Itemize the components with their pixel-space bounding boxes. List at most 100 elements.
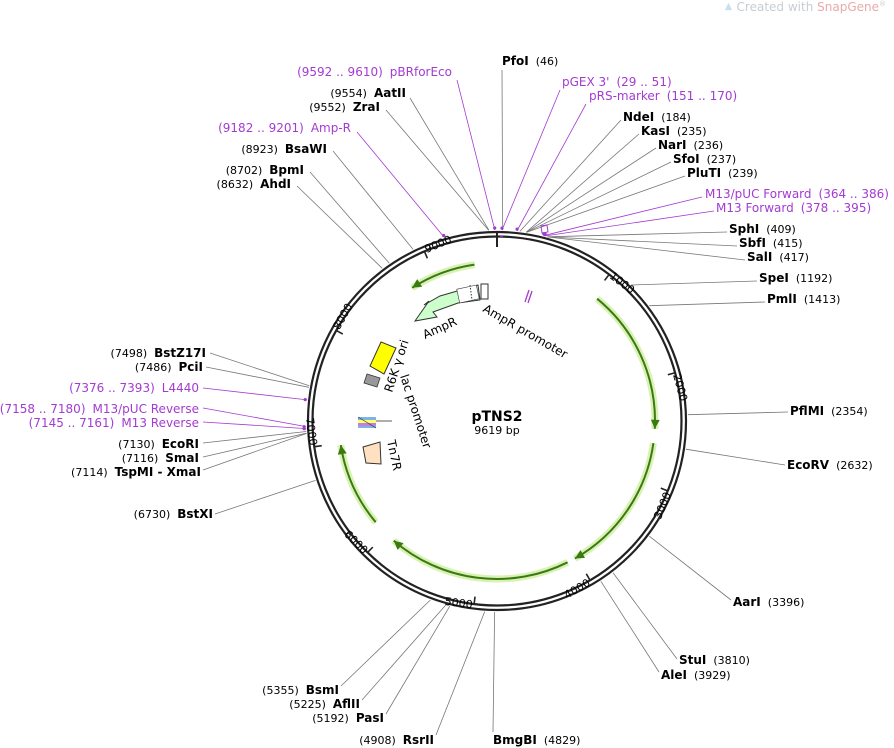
site-label-bstxi[interactable]: (6730) BstXI	[134, 507, 213, 521]
site-name: RsrII	[403, 733, 434, 747]
snapgene-logo-icon	[724, 2, 732, 11]
site-position: (151 .. 170)	[667, 89, 737, 103]
site-label-bpmi[interactable]: (8702) BpmI	[226, 163, 304, 177]
site-position: (3810)	[713, 654, 750, 667]
site-label-tspmi-xmai[interactable]: (7114) TspMI - XmaI	[71, 465, 201, 479]
site-name: SbfI	[739, 236, 766, 250]
leader-line-sfoi	[526, 161, 672, 233]
site-position: (236)	[694, 139, 724, 152]
leader-line-nari	[526, 147, 657, 233]
site-label-smai[interactable]: (7116) SmaI	[122, 451, 199, 465]
site-position: (7486)	[135, 361, 172, 374]
site-name: M13/pUC Forward	[705, 187, 812, 201]
site-label-rsrii[interactable]: (4908) RsrII	[359, 733, 434, 747]
site-label-pbrforeco[interactable]: (9592 .. 9610) pBRforEco	[297, 65, 452, 79]
leader-line-alei	[600, 581, 660, 673]
site-name: M13/pUC Reverse	[93, 402, 200, 416]
site-label-pfoi[interactable]: PfoI (46)	[502, 54, 558, 68]
tick-label: 3000	[651, 490, 674, 521]
lac-promoter-element[interactable]	[357, 416, 392, 429]
site-label-pflmi[interactable]: PflMI (2354)	[790, 404, 868, 418]
orf-arrowhead	[337, 445, 347, 455]
site-label-spei[interactable]: SpeI (1192)	[759, 271, 832, 285]
site-name: M13 Reverse	[121, 416, 199, 430]
site-label-l4440[interactable]: (7376 .. 7393) L4440	[69, 381, 199, 395]
site-label-bmgbi[interactable]: BmgBI (4829)	[493, 733, 580, 747]
site-label-ecori[interactable]: (7130) EcoRI	[118, 437, 199, 451]
site-position: (29 .. 51)	[616, 75, 671, 89]
site-label-ndei[interactable]: NdeI (184)	[623, 110, 691, 124]
site-position: (4829)	[544, 734, 581, 747]
site-label-pgex-3[interactable]: pGEX 3' (29 .. 51)	[562, 75, 672, 89]
leader-line-m13-forward	[544, 210, 715, 237]
site-label-sphi[interactable]: SphI (409)	[729, 222, 796, 236]
site-position: (4908)	[359, 734, 396, 747]
site-name: NarI	[658, 138, 687, 152]
site-label-sbfi[interactable]: SbfI (415)	[739, 236, 803, 250]
site-label-prs-marker[interactable]: pRS-marker (151 .. 170)	[589, 89, 737, 103]
site-position: (8632)	[217, 178, 254, 191]
leader-line-sbfi	[548, 236, 738, 247]
site-label-amp-r[interactable]: (9182 .. 9201) Amp-R	[218, 121, 351, 135]
site-label-aari[interactable]: AarI (3396)	[733, 595, 804, 609]
site-name: EcoRI	[162, 437, 199, 451]
site-label-m13-puc-forward[interactable]: M13/pUC Forward (364 .. 386)	[705, 187, 889, 201]
primer-binding-marker	[493, 226, 497, 230]
site-position: (9552)	[309, 101, 346, 114]
leader-line-pcii	[205, 366, 310, 388]
orf-arc[interactable]	[574, 442, 655, 560]
ampr-cap-box	[456, 284, 480, 304]
site-position: (7158 .. 7180)	[0, 402, 86, 416]
site-name: BpmI	[269, 163, 304, 177]
site-position: (239)	[728, 167, 758, 180]
label-leader-lines	[202, 69, 789, 736]
site-label-bstz17i[interactable]: (7498) BstZ17I	[111, 346, 206, 360]
site-label-nari[interactable]: NarI (236)	[658, 138, 723, 152]
orf-arc[interactable]	[393, 539, 569, 580]
r6k-ori-shape[interactable]	[369, 341, 397, 375]
leader-line-bpmi	[309, 171, 390, 264]
site-label-sfoi[interactable]: SfoI (237)	[673, 152, 736, 166]
site-label-ecorv[interactable]: EcoRV (2632)	[787, 458, 873, 472]
site-label-aflii[interactable]: (5225) AflII	[289, 697, 360, 711]
site-label-pluti[interactable]: PluTI (239)	[687, 166, 758, 180]
site-label-pcii[interactable]: (7486) PciI	[135, 360, 203, 374]
site-label-pasi[interactable]: (5192) PasI	[312, 711, 384, 725]
site-label-stui[interactable]: StuI (3810)	[679, 653, 750, 667]
site-name: Amp-R	[311, 121, 351, 135]
site-label-sali[interactable]: SalI (417)	[747, 250, 809, 264]
site-position: (378 .. 395)	[801, 201, 871, 215]
tn7r-shape[interactable]	[362, 441, 382, 465]
orf-arcs	[337, 261, 660, 583]
site-label-alei[interactable]: AleI (3929)	[661, 668, 731, 682]
site-name: KasI	[641, 124, 670, 138]
tick-label: 2000	[670, 372, 690, 402]
site-name: PciI	[179, 360, 204, 374]
site-label-kasi[interactable]: KasI (235)	[641, 124, 707, 138]
site-label-bsmi[interactable]: (5355) BsmI	[262, 683, 339, 697]
site-label-m13-forward[interactable]: M13 Forward (378 .. 395)	[716, 201, 871, 215]
site-label-ahdi[interactable]: (8632) AhdI	[217, 177, 291, 191]
orf-arc-glow	[410, 261, 476, 291]
leader-line-pgex-3	[501, 89, 561, 231]
site-position: (235)	[677, 125, 707, 138]
leader-line-sali	[548, 236, 746, 261]
site-name: PmlI	[767, 292, 797, 306]
site-label-m13-reverse[interactable]: (7145 .. 7161) M13 Reverse	[29, 416, 199, 430]
leader-line-pflmi	[687, 411, 789, 416]
site-name: PluTI	[687, 166, 721, 180]
site-label-bsawi[interactable]: (8923) BsaWI	[241, 142, 327, 156]
site-label-zrai[interactable]: (9552) ZraI	[309, 100, 380, 114]
site-position: (3396)	[768, 596, 805, 609]
ampr-promoter-box[interactable]	[480, 283, 489, 300]
leader-line-tspmi-xmai	[202, 433, 307, 471]
site-label-aatii[interactable]: (9554) AatII	[330, 86, 406, 100]
site-name: TspMI - XmaI	[115, 465, 201, 479]
site-name: PflMI	[790, 404, 824, 418]
orf-arc[interactable]	[596, 297, 656, 429]
site-name: SphI	[729, 222, 759, 236]
site-name: BsmI	[306, 683, 339, 697]
site-label-pmli[interactable]: PmlI (1413)	[767, 292, 840, 306]
leader-line-bsawi	[332, 150, 414, 250]
site-label-m13-puc-reverse[interactable]: (7158 .. 7180) M13/pUC Reverse	[0, 402, 199, 416]
